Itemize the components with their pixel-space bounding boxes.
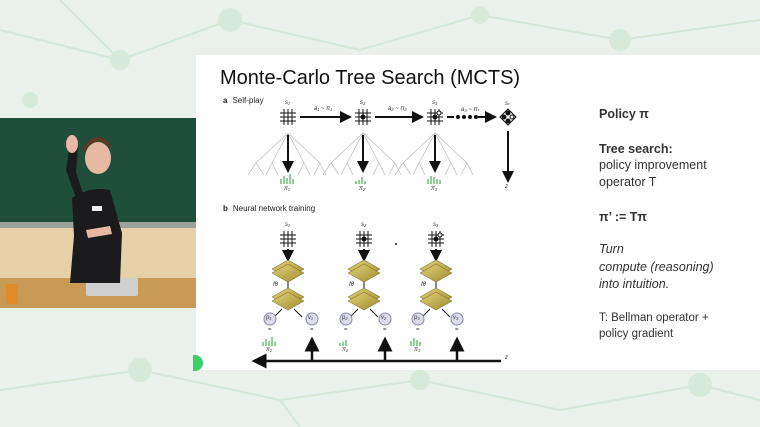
board-grid-icon — [499, 108, 517, 126]
tree-down-arrows — [282, 131, 514, 183]
pointer-highlight — [193, 355, 203, 371]
state-label: s₁ — [285, 222, 290, 228]
panel-b-label: b Neural network training — [223, 204, 315, 213]
speaker-video — [0, 118, 196, 308]
presentation-slide: Monte-Carlo Tree Search (MCTS) a Self-pla… — [196, 55, 760, 370]
state-label: s₃ — [432, 100, 438, 106]
equals-sign: = — [268, 327, 272, 333]
board-grid-icon — [280, 109, 296, 125]
state-label: sₜ — [505, 101, 510, 107]
outcome-arrows — [251, 336, 501, 369]
outcome-label: z — [505, 184, 508, 190]
gradient-text: policy gradient — [599, 328, 674, 340]
neural-net-layer-icon — [271, 259, 453, 311]
person-head — [85, 142, 111, 174]
board-grid-icon — [356, 231, 372, 247]
panel-a-title: Self-play — [232, 96, 264, 105]
lecture-hall-scene — [0, 118, 196, 308]
policy-histograms — [280, 174, 441, 184]
output-nodes — [263, 312, 464, 326]
panel-b-title: Neural network training — [232, 204, 316, 213]
search-tree-icon — [247, 132, 474, 176]
intuition-text: into intuition. — [599, 277, 670, 291]
net-internal-arrows — [273, 282, 451, 318]
p-node-label: p₃ — [414, 315, 420, 321]
board-grid-icon — [355, 109, 371, 125]
training-boards — [280, 231, 444, 247]
board-grid-icon — [427, 109, 443, 125]
state-label: s₁ — [285, 100, 290, 106]
f-theta-label: fθ — [273, 282, 278, 288]
pi-label: π₃ — [414, 347, 421, 353]
action-label: a₁ ~ π₁ — [314, 106, 332, 112]
v-node-label: v₁ — [308, 315, 313, 321]
policy-improvement-text: policy improvement — [599, 158, 707, 172]
person-raised-arm — [66, 144, 84, 198]
v-node-label: v₃ — [453, 315, 459, 321]
v-node-label: v₂ — [381, 315, 387, 321]
action-label: a₃ ~ πₜ — [461, 107, 480, 113]
turn-text: Turn — [599, 242, 624, 256]
alphazero-diagram — [247, 108, 517, 369]
tree-search-heading: Tree search: — [599, 142, 673, 156]
pi-label: π₁ — [266, 347, 272, 353]
target-histograms — [262, 337, 421, 346]
equals-sign: = — [416, 327, 420, 333]
board-grid-icon — [428, 231, 444, 247]
pi-label: π₂ — [342, 347, 349, 353]
board-grid-icon — [280, 231, 296, 247]
equals-sign: = — [344, 327, 348, 333]
state-label: s₃ — [433, 222, 439, 228]
outcome-label: z — [505, 355, 508, 361]
p-node-label: p₂ — [342, 315, 348, 321]
state-label: s₂ — [361, 222, 367, 228]
pi-label: π₃ — [431, 186, 438, 192]
compute-text: compute (reasoning) — [599, 260, 714, 274]
panel-a-letter: a — [223, 96, 228, 105]
slide-title: Monte-Carlo Tree Search (MCTS) — [220, 67, 521, 89]
board-to-net-arrows — [282, 249, 442, 262]
pi-label: π₁ — [284, 186, 290, 192]
pi-label: π₂ — [359, 186, 366, 192]
panel-b-letter: b — [223, 204, 228, 213]
p-node-label: p₁ — [266, 315, 272, 321]
bellman-text: T: Bellman operator + — [599, 312, 709, 324]
policy-heading: Policy π — [599, 107, 649, 121]
action-label: a₂ ~ π₂ — [388, 106, 407, 112]
f-theta-label: fθ — [421, 282, 426, 288]
equals-sign: = — [383, 327, 387, 333]
self-play-boards — [280, 108, 517, 126]
stray-dot — [395, 243, 397, 245]
update-equation: π’ := Tπ — [599, 210, 647, 224]
equals-sign: = — [310, 327, 314, 333]
person-hand — [66, 135, 78, 153]
panel-a-label: a Self-play — [223, 96, 264, 105]
bottle — [6, 284, 18, 304]
equals-sign: = — [455, 327, 459, 333]
f-theta-label: fθ — [349, 282, 354, 288]
operator-text: operator T — [599, 175, 657, 189]
ellipsis-dots — [456, 115, 478, 119]
state-label: s₂ — [360, 100, 366, 106]
